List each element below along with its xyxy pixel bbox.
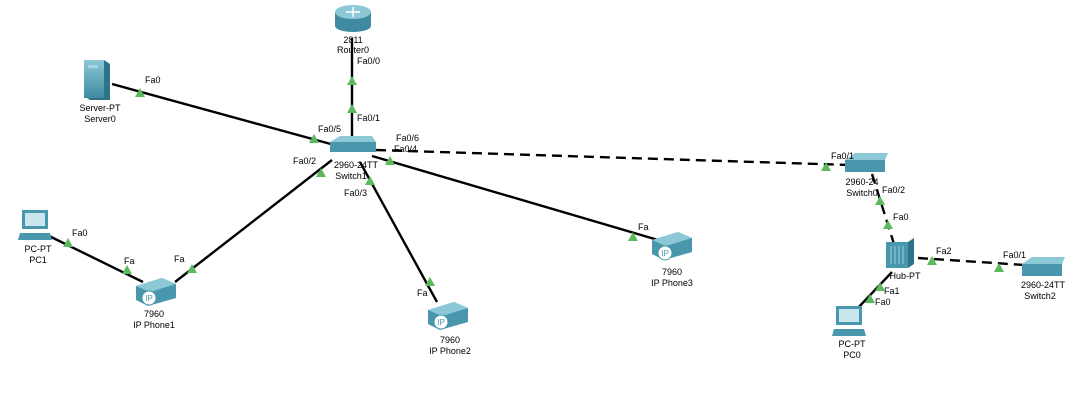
port-label: Fa xyxy=(638,222,649,232)
port-label: Fa0/4 xyxy=(394,144,418,154)
port-label: Fa0/6 xyxy=(396,133,420,143)
port-status-icon xyxy=(994,263,1004,272)
port-label: Fa xyxy=(417,288,428,298)
port-status-icon xyxy=(927,256,937,265)
link-switch0-hub[interactable] xyxy=(870,173,896,245)
port-status-icon xyxy=(347,104,357,113)
port-status-icon xyxy=(309,134,319,143)
svg-text:IP: IP xyxy=(661,249,669,258)
port-label: Fa0/3 xyxy=(344,188,368,198)
phone3-name-label: IP Phone3 xyxy=(651,278,693,288)
port-label: Fa0/1 xyxy=(1003,250,1027,260)
port-label: Fa0 xyxy=(72,228,88,238)
port-status-icon xyxy=(425,277,435,286)
router-icon[interactable] xyxy=(335,5,371,32)
router-model-label: 2811 xyxy=(343,35,363,45)
ip-phone-icon[interactable]: IP xyxy=(136,278,176,306)
port-label: Fa0/1 xyxy=(831,151,855,161)
hub-icon[interactable] xyxy=(886,238,914,268)
link-switch1-phone3[interactable] xyxy=(371,154,666,244)
server-name-label: Server0 xyxy=(84,114,116,124)
port-indicators xyxy=(63,76,1004,303)
port-label: Fa0 xyxy=(145,75,161,85)
phone1-name-label: IP Phone1 xyxy=(133,320,175,330)
port-label: Fa0/1 xyxy=(357,113,381,123)
port-label: Fa0/0 xyxy=(357,56,381,66)
port-status-icon xyxy=(63,238,73,247)
pc1-name-label: PC1 xyxy=(29,255,47,265)
pc0-name-label: PC0 xyxy=(843,350,861,360)
port-status-icon xyxy=(883,220,893,229)
ip-phone-icon[interactable]: IP xyxy=(652,232,692,261)
link-server-switch1[interactable] xyxy=(111,82,339,148)
link-hub-pc0[interactable] xyxy=(855,271,893,311)
port-label: Fa0 xyxy=(875,297,891,307)
switch-icon[interactable] xyxy=(330,136,376,152)
port-label: Fa0/5 xyxy=(318,124,342,134)
switch2-model-label: 2960-24TT xyxy=(1020,280,1066,290)
ip-phone-icon[interactable]: IP xyxy=(428,302,468,330)
port-status-icon xyxy=(365,176,375,185)
switch-icon[interactable] xyxy=(1022,257,1065,276)
phone2-name-label: IP Phone2 xyxy=(429,346,471,356)
switch1-model-label: 2960-24TT xyxy=(333,160,379,170)
port-status-icon xyxy=(865,294,875,303)
switch0-name-label: Switch0 xyxy=(846,188,878,198)
port-label: Fa xyxy=(124,256,135,266)
port-status-icon xyxy=(122,265,132,274)
link-switch1-phone2[interactable] xyxy=(358,161,439,303)
pc-icon[interactable] xyxy=(832,306,866,336)
port-status-icon xyxy=(875,282,885,291)
port-label: Fa2 xyxy=(936,246,952,256)
port-status-icon xyxy=(628,232,638,241)
link-switch1-phone1[interactable] xyxy=(174,159,333,283)
link-hub-switch2[interactable] xyxy=(917,256,1041,268)
port-status-icon xyxy=(875,196,885,205)
switch1-name-label: Switch1 xyxy=(335,171,367,181)
switch-icon[interactable] xyxy=(845,153,888,172)
port-status-icon xyxy=(135,88,145,97)
port-label: Fa1 xyxy=(884,286,900,296)
port-label: Fa xyxy=(174,254,185,264)
phone2-model-label: 7960 xyxy=(439,335,461,345)
switch2-name-label: Switch2 xyxy=(1024,291,1056,301)
port-status-icon xyxy=(347,76,357,85)
pc0-model-label: PC-PT xyxy=(838,339,866,349)
port-status-icon xyxy=(316,168,326,177)
svg-text:IP: IP xyxy=(145,294,153,303)
pc-icon[interactable] xyxy=(18,210,52,240)
router-name-label: Router0 xyxy=(336,45,370,55)
server-model-label: Server-PT xyxy=(79,103,121,113)
port-status-icon xyxy=(821,162,831,171)
server-icon[interactable] xyxy=(84,60,110,100)
port-status-icon xyxy=(385,156,395,165)
hub-model-label: Hub-PT xyxy=(889,271,921,281)
link-switch1-switch0[interactable] xyxy=(375,148,851,167)
svg-text:IP: IP xyxy=(437,318,445,327)
phone3-model-label: 7960 xyxy=(661,267,683,277)
port-label: Fa0/2 xyxy=(882,185,906,195)
switch0-model-label: 2960-24 xyxy=(845,177,879,187)
port-status-icon xyxy=(187,264,197,273)
phone1-model-label: 7960 xyxy=(143,309,165,319)
pc1-model-label: PC-PT xyxy=(24,244,52,254)
port-label: Fa0/2 xyxy=(293,156,317,166)
port-label: Fa0 xyxy=(893,212,909,222)
